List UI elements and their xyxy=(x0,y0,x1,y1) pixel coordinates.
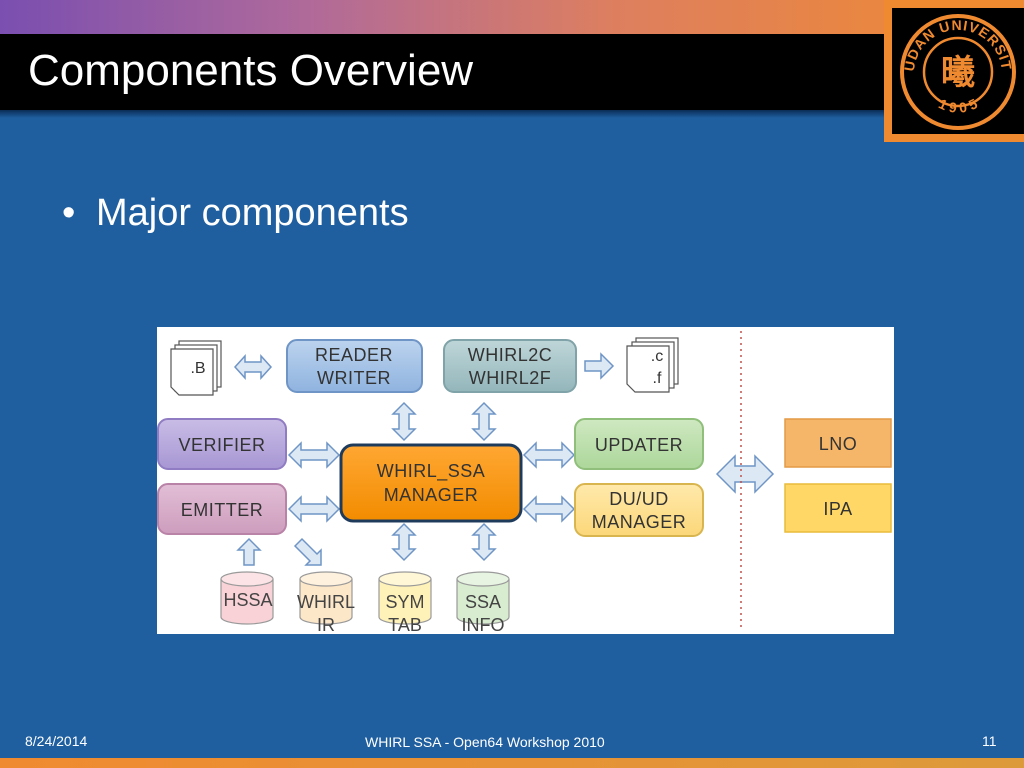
symtab-label-1: SYM xyxy=(385,592,424,612)
manager-symtab-arrow xyxy=(391,522,417,562)
b-file-label: .B xyxy=(190,360,205,377)
emitter-whirlir-arrow xyxy=(293,537,322,566)
duud-manager-label: MANAGER xyxy=(592,512,687,532)
logo-year: 1 9 0 5 xyxy=(936,95,980,115)
logo-seal-glyph: 曦 xyxy=(941,53,975,93)
slide-title: Components Overview xyxy=(28,46,474,95)
title-underline xyxy=(0,110,884,118)
manager-label-2: MANAGER xyxy=(384,485,479,505)
writer-label: WRITER xyxy=(317,368,391,388)
reader-writer-box: READER WRITER xyxy=(286,339,423,393)
hssa-emitter-arrow xyxy=(236,537,262,566)
f-file-label: .f xyxy=(653,370,662,387)
ssa-lno-ipa-arrow xyxy=(715,454,775,494)
ssainfo-label-2: INFO xyxy=(462,615,505,634)
emitter-manager-arrow xyxy=(287,495,341,523)
manager-duud-arrow xyxy=(522,495,576,523)
duud-manager-box: DU/UD MANAGER xyxy=(574,483,704,537)
whirl-ssa-manager-box: WHIRL_SSA MANAGER xyxy=(339,443,523,523)
hssa-db-icon: HSSA xyxy=(220,571,274,625)
footer-date: 8/24/2014 xyxy=(25,733,88,749)
whirl-ir-label-2: IR xyxy=(317,615,335,634)
ssainfo-db-icon: SSA INFO xyxy=(456,571,510,635)
ssainfo-label-1: SSA xyxy=(465,592,501,612)
bullet-dot: • xyxy=(62,192,76,234)
whirl2c-label: WHIRL2C xyxy=(468,345,553,365)
updater-box: UPDATER xyxy=(574,418,704,470)
university-logo: FUDAN UNIVERSITY 1 9 0 5 曦 xyxy=(884,0,1024,142)
lno-box: LNO xyxy=(784,418,892,468)
ipa-box: IPA xyxy=(784,483,892,533)
components-diagram: .B .c .f R xyxy=(157,327,894,635)
symtab-db-icon: SYM TAB xyxy=(378,571,432,635)
reader-manager-arrow xyxy=(391,401,417,442)
duud-label: DU/UD xyxy=(609,489,669,509)
page-number: 11 xyxy=(982,733,997,749)
reader-label: READER xyxy=(315,345,393,365)
verifier-manager-arrow xyxy=(287,441,341,469)
diagram-canvas: .B .c .f R xyxy=(157,331,892,635)
header-gradient-band xyxy=(0,0,1024,34)
b-reader-arrow xyxy=(233,354,273,380)
svg-text:1 9 0 5: 1 9 0 5 xyxy=(936,95,980,115)
bullet-text: Major components xyxy=(96,192,409,234)
verifier-label: VERIFIER xyxy=(178,435,265,455)
emitter-label: EMITTER xyxy=(181,500,264,520)
footer-accent-line xyxy=(0,758,1024,768)
seal-icon: FUDAN UNIVERSITY 1 9 0 5 曦 xyxy=(887,0,1016,130)
manager-updater-arrow xyxy=(522,441,576,469)
verifier-box: VERIFIER xyxy=(157,418,287,470)
logo-background: FUDAN UNIVERSITY 1 9 0 5 曦 xyxy=(887,0,1024,134)
whirl2c-manager-arrow xyxy=(471,401,497,442)
footer-title: WHIRL SSA - Open64 Workshop 2010 xyxy=(365,734,605,750)
symtab-label-2: TAB xyxy=(388,615,422,634)
manager-ssainfo-arrow xyxy=(471,522,497,562)
whirl-ir-label-1: WHIRL xyxy=(297,592,355,612)
title-bar: Components Overview xyxy=(0,34,884,110)
updater-label: UPDATER xyxy=(595,435,683,455)
whirl2c-files-arrow xyxy=(584,352,615,380)
b-file-icon: .B xyxy=(170,340,222,396)
emitter-box: EMITTER xyxy=(157,483,287,535)
lno-label: LNO xyxy=(819,434,858,454)
whirl-ir-db-icon: WHIRL IR xyxy=(297,571,355,635)
hssa-label: HSSA xyxy=(223,590,272,610)
bullet-item: • Major components xyxy=(62,192,409,235)
ipa-label: IPA xyxy=(823,499,852,519)
cf-files-icon: .c .f xyxy=(626,337,679,393)
manager-label-1: WHIRL_SSA xyxy=(377,461,486,482)
whirl2c-box: WHIRL2C WHIRL2F xyxy=(443,339,577,393)
whirl2f-label: WHIRL2F xyxy=(469,368,552,388)
c-file-label: .c xyxy=(651,348,663,365)
